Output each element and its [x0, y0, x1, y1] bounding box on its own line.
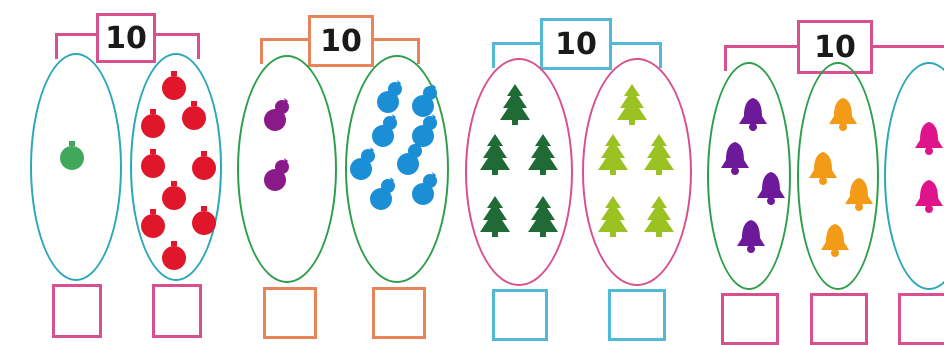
ornament-ball-icon: [160, 240, 188, 276]
group-1-part-1-ellipse: [30, 53, 122, 281]
tree-icon: [642, 132, 676, 180]
bell-icon: [912, 120, 944, 160]
bell-icon: [754, 170, 788, 210]
group-3-part-2-ellipse: [582, 58, 692, 286]
gourd-icon: [410, 112, 444, 152]
tree-icon: [615, 82, 649, 130]
bell-icon: [842, 176, 876, 216]
tree-icon: [596, 194, 630, 242]
tree-icon: [478, 194, 512, 242]
gourd-icon: [262, 96, 296, 136]
ornament-ball-icon: [190, 205, 218, 241]
group-1-part-2-answer-box[interactable]: [152, 284, 202, 338]
gourd-icon: [368, 175, 402, 215]
gourd-icon: [410, 170, 444, 210]
ornament-ball-icon: [58, 140, 86, 176]
group-4-part-1-ellipse: [707, 62, 791, 290]
bell-icon: [826, 96, 860, 136]
tree-icon: [526, 132, 560, 180]
bell-icon: [818, 222, 852, 262]
group-1-number-box: 10: [96, 13, 156, 63]
ornament-ball-icon: [139, 208, 167, 244]
tree-icon: [642, 194, 676, 242]
ornament-ball-icon: [160, 70, 188, 106]
gourd-icon: [375, 78, 409, 118]
group-4-part-1-answer-box[interactable]: [721, 293, 779, 345]
group-1-part-2-ellipse: [130, 53, 222, 281]
tree-icon: [526, 194, 560, 242]
gourd-icon: [348, 145, 382, 185]
gourd-icon: [370, 112, 404, 152]
group-2-number-box: 10: [308, 15, 374, 67]
group-4-part-2-ellipse: [797, 62, 879, 290]
group-2-part-2-answer-box[interactable]: [372, 287, 426, 339]
tree-icon: [478, 132, 512, 180]
group-3-part-2-answer-box[interactable]: [608, 289, 666, 341]
ornament-ball-icon: [180, 100, 208, 136]
group-2-part-2-ellipse: [345, 55, 449, 283]
group-3-part-1-answer-box[interactable]: [492, 289, 548, 341]
ornament-ball-icon: [190, 150, 218, 186]
group-2-part-1-answer-box[interactable]: [263, 287, 317, 339]
gourd-icon: [262, 156, 296, 196]
bell-icon: [734, 218, 768, 258]
bell-icon: [736, 96, 770, 136]
group-4-part-3-ellipse: [884, 62, 944, 290]
gourd-icon: [410, 82, 444, 122]
group-3-number-box: 10: [540, 18, 612, 70]
group-4-part-2-answer-box[interactable]: [810, 293, 868, 345]
group-3-part-1-ellipse: [465, 58, 573, 286]
tree-icon: [498, 82, 532, 130]
group-4-part-3-answer-box[interactable]: [898, 293, 944, 345]
ornament-ball-icon: [160, 180, 188, 216]
gourd-icon: [395, 140, 429, 180]
tree-icon: [596, 132, 630, 180]
group-1-part-1-answer-box[interactable]: [52, 284, 102, 338]
bell-icon: [806, 150, 840, 190]
bell-icon: [718, 140, 752, 180]
bell-icon: [912, 178, 944, 218]
ornament-ball-icon: [139, 148, 167, 184]
ornament-ball-icon: [139, 108, 167, 144]
group-2-part-1-ellipse: [237, 55, 337, 283]
